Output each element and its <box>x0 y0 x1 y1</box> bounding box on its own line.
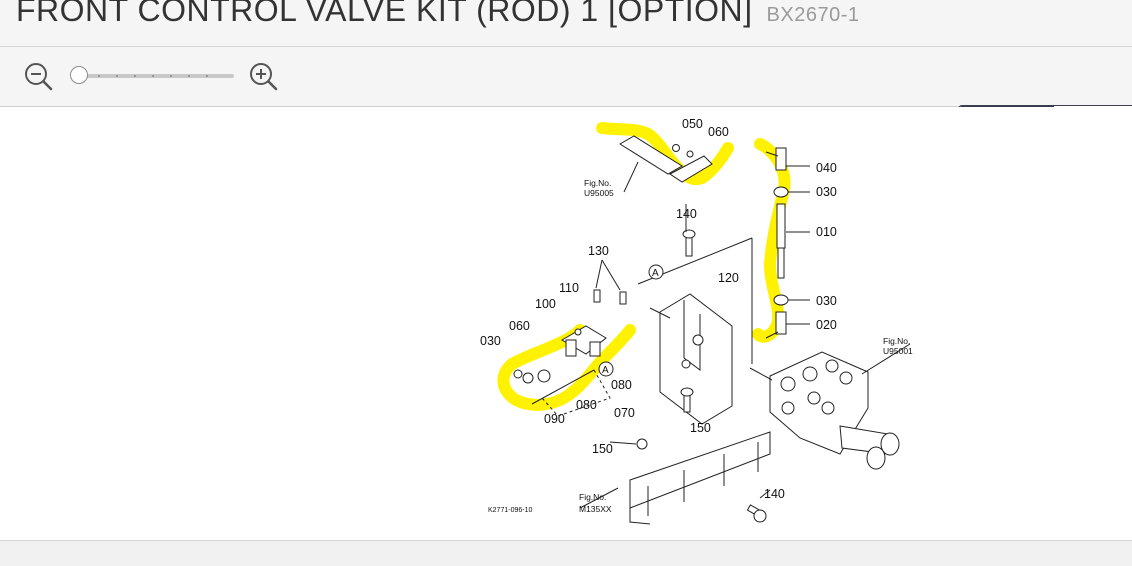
highlight-strokes <box>497 122 791 411</box>
parts-diagram-viewer[interactable] <box>0 107 1132 539</box>
part-label-140[interactable]: 140 <box>676 207 697 221</box>
part-label-080[interactable]: 080 <box>576 398 597 412</box>
zoom-slider-track[interactable] <box>78 74 234 78</box>
part-label-120[interactable]: 120 <box>718 271 739 285</box>
slider-tick <box>188 75 190 77</box>
page-title-text: FRONT CONTROL VALVE KIT (ROD) 1 [OPTION] <box>16 0 753 28</box>
fig-ref-number[interactable]: U95001 <box>883 346 913 356</box>
slider-tick <box>134 75 136 77</box>
drawing-id: K2771-096-10 <box>488 507 532 514</box>
fig-ref-label: Fig.No. <box>883 336 910 346</box>
zoom-in-button[interactable] <box>247 61 279 93</box>
fig-ref-number[interactable]: U95005 <box>584 188 614 198</box>
part-label-090[interactable]: 090 <box>544 412 565 426</box>
part-label-060[interactable]: 060 <box>509 319 530 333</box>
parts-diagram-svg: 050 060 040 030 140 010 130 120 110 030 … <box>480 117 913 525</box>
zoom-slider[interactable] <box>70 66 236 86</box>
part-label-030[interactable]: 030 <box>816 185 837 199</box>
zoom-out-button[interactable] <box>22 61 54 93</box>
part-label-110[interactable]: 110 <box>559 281 579 295</box>
highlight-left-assembly <box>497 324 636 411</box>
part-label-140[interactable]: 140 <box>764 487 785 501</box>
part-label-150[interactable]: 150 <box>690 421 711 435</box>
part-label-040[interactable]: 040 <box>816 161 837 175</box>
part-label-010[interactable]: 010 <box>816 225 837 239</box>
parts-diagram[interactable]: 050 060 040 030 140 010 130 120 110 030 … <box>470 108 930 528</box>
zoom-out-icon <box>25 63 53 91</box>
highlight-right-rod <box>752 138 791 343</box>
part-label-020[interactable]: 020 <box>816 318 837 332</box>
drawing-lines <box>513 135 911 525</box>
fig-ref-label: Fig.No. <box>579 492 606 502</box>
fig-ref-number[interactable]: M135XX <box>579 504 612 514</box>
zoom-in-icon <box>250 63 278 91</box>
title-bar: FRONT CONTROL VALVE KIT (ROD) 1 [OPTION]… <box>0 0 1132 47</box>
part-label-030[interactable]: 030 <box>480 334 501 348</box>
part-labels: 050 060 040 030 140 010 130 120 110 030 … <box>480 117 913 514</box>
part-label-130[interactable]: 130 <box>588 244 609 258</box>
slider-tick <box>170 75 172 77</box>
slider-tick <box>152 75 154 77</box>
part-label-150[interactable]: 150 <box>592 442 613 456</box>
slider-tick <box>206 75 208 77</box>
slider-tick <box>116 75 118 77</box>
reference-marker <box>648 264 664 280</box>
part-label-080[interactable]: 080 <box>611 378 632 392</box>
footer-bar <box>0 540 1132 566</box>
reference-marker-a: A <box>602 365 609 376</box>
fig-ref-label: Fig.No. <box>584 178 611 188</box>
part-label-030[interactable]: 030 <box>816 294 837 308</box>
zoom-slider-thumb[interactable] <box>70 66 88 84</box>
page-title: FRONT CONTROL VALVE KIT (ROD) 1 [OPTION]… <box>16 0 860 29</box>
slider-tick <box>98 75 100 77</box>
reference-marker <box>598 361 614 377</box>
part-label-070[interactable]: 070 <box>614 406 635 420</box>
reference-marker-a: A <box>652 268 659 279</box>
part-label-050[interactable]: 050 <box>682 117 703 131</box>
part-label-060[interactable]: 060 <box>708 125 729 139</box>
part-label-100[interactable]: 100 <box>535 297 556 311</box>
model-code: BX2670-1 <box>766 4 860 26</box>
